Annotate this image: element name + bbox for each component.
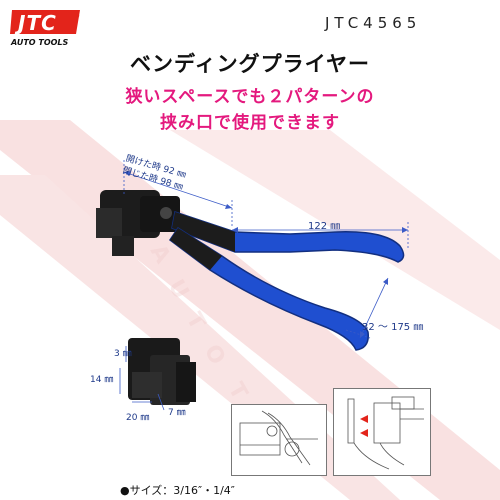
usage-inset-2 bbox=[333, 388, 431, 476]
plier-jaw bbox=[96, 190, 180, 256]
tagline-line2: 挟み口で使用できます bbox=[160, 113, 340, 133]
lower-handle bbox=[168, 226, 369, 351]
upper-handle bbox=[171, 211, 405, 263]
tagline-line1: 狭いスペースでも２パターンの bbox=[125, 87, 375, 107]
page-title: ベンディングプライヤー bbox=[130, 52, 370, 76]
dimension-lines bbox=[123, 160, 409, 339]
model-number: JTC4565 bbox=[325, 14, 422, 32]
jaw-height-label: 3 ㎜ bbox=[114, 349, 132, 359]
dim-length-label: 122 ㎜ bbox=[308, 221, 341, 232]
jaw-depth-label: 14 ㎜ bbox=[90, 375, 114, 385]
svg-text:JTC: JTC bbox=[14, 11, 57, 35]
svg-text:®: ® bbox=[74, 13, 80, 20]
jaw-width-label: 20 ㎜ bbox=[126, 413, 150, 423]
brand-logo: JTC ® AUTO TOOLS bbox=[10, 8, 90, 50]
usage-inset-1 bbox=[231, 404, 327, 476]
svg-text:AUTO TOOLS: AUTO TOOLS bbox=[10, 38, 69, 47]
tip-label: 7 ㎜ bbox=[168, 408, 186, 418]
size-spec: ●サイズ：3/16″・1/4″ bbox=[120, 484, 235, 497]
dim-grip-label: 32 ～ 175 ㎜ bbox=[362, 322, 424, 333]
